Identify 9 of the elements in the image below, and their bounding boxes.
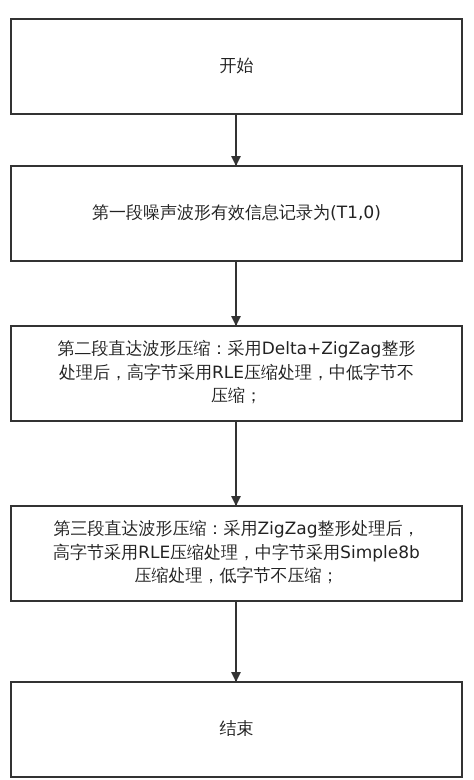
process-box: 第二段直达波形压缩：采用Delta+ZigZag整形处理后，高字节采用RLE压缩处理，中低字节不压缩； [10,325,463,422]
arrow [231,115,241,166]
end-box: 结束 [10,681,463,778]
process-box: 第三段直达波形压缩：采用ZigZag整形处理后，高字节采用RLE压缩处理，中字节采用Simple8b压缩处理，低字节不压缩； [10,505,463,602]
arrow [231,602,241,682]
arrow [231,262,241,326]
arrow [231,422,241,506]
process-box: 第一段噪声波形有效信息记录为(T1,0) [10,165,463,262]
start-box: 开始 [10,18,463,115]
